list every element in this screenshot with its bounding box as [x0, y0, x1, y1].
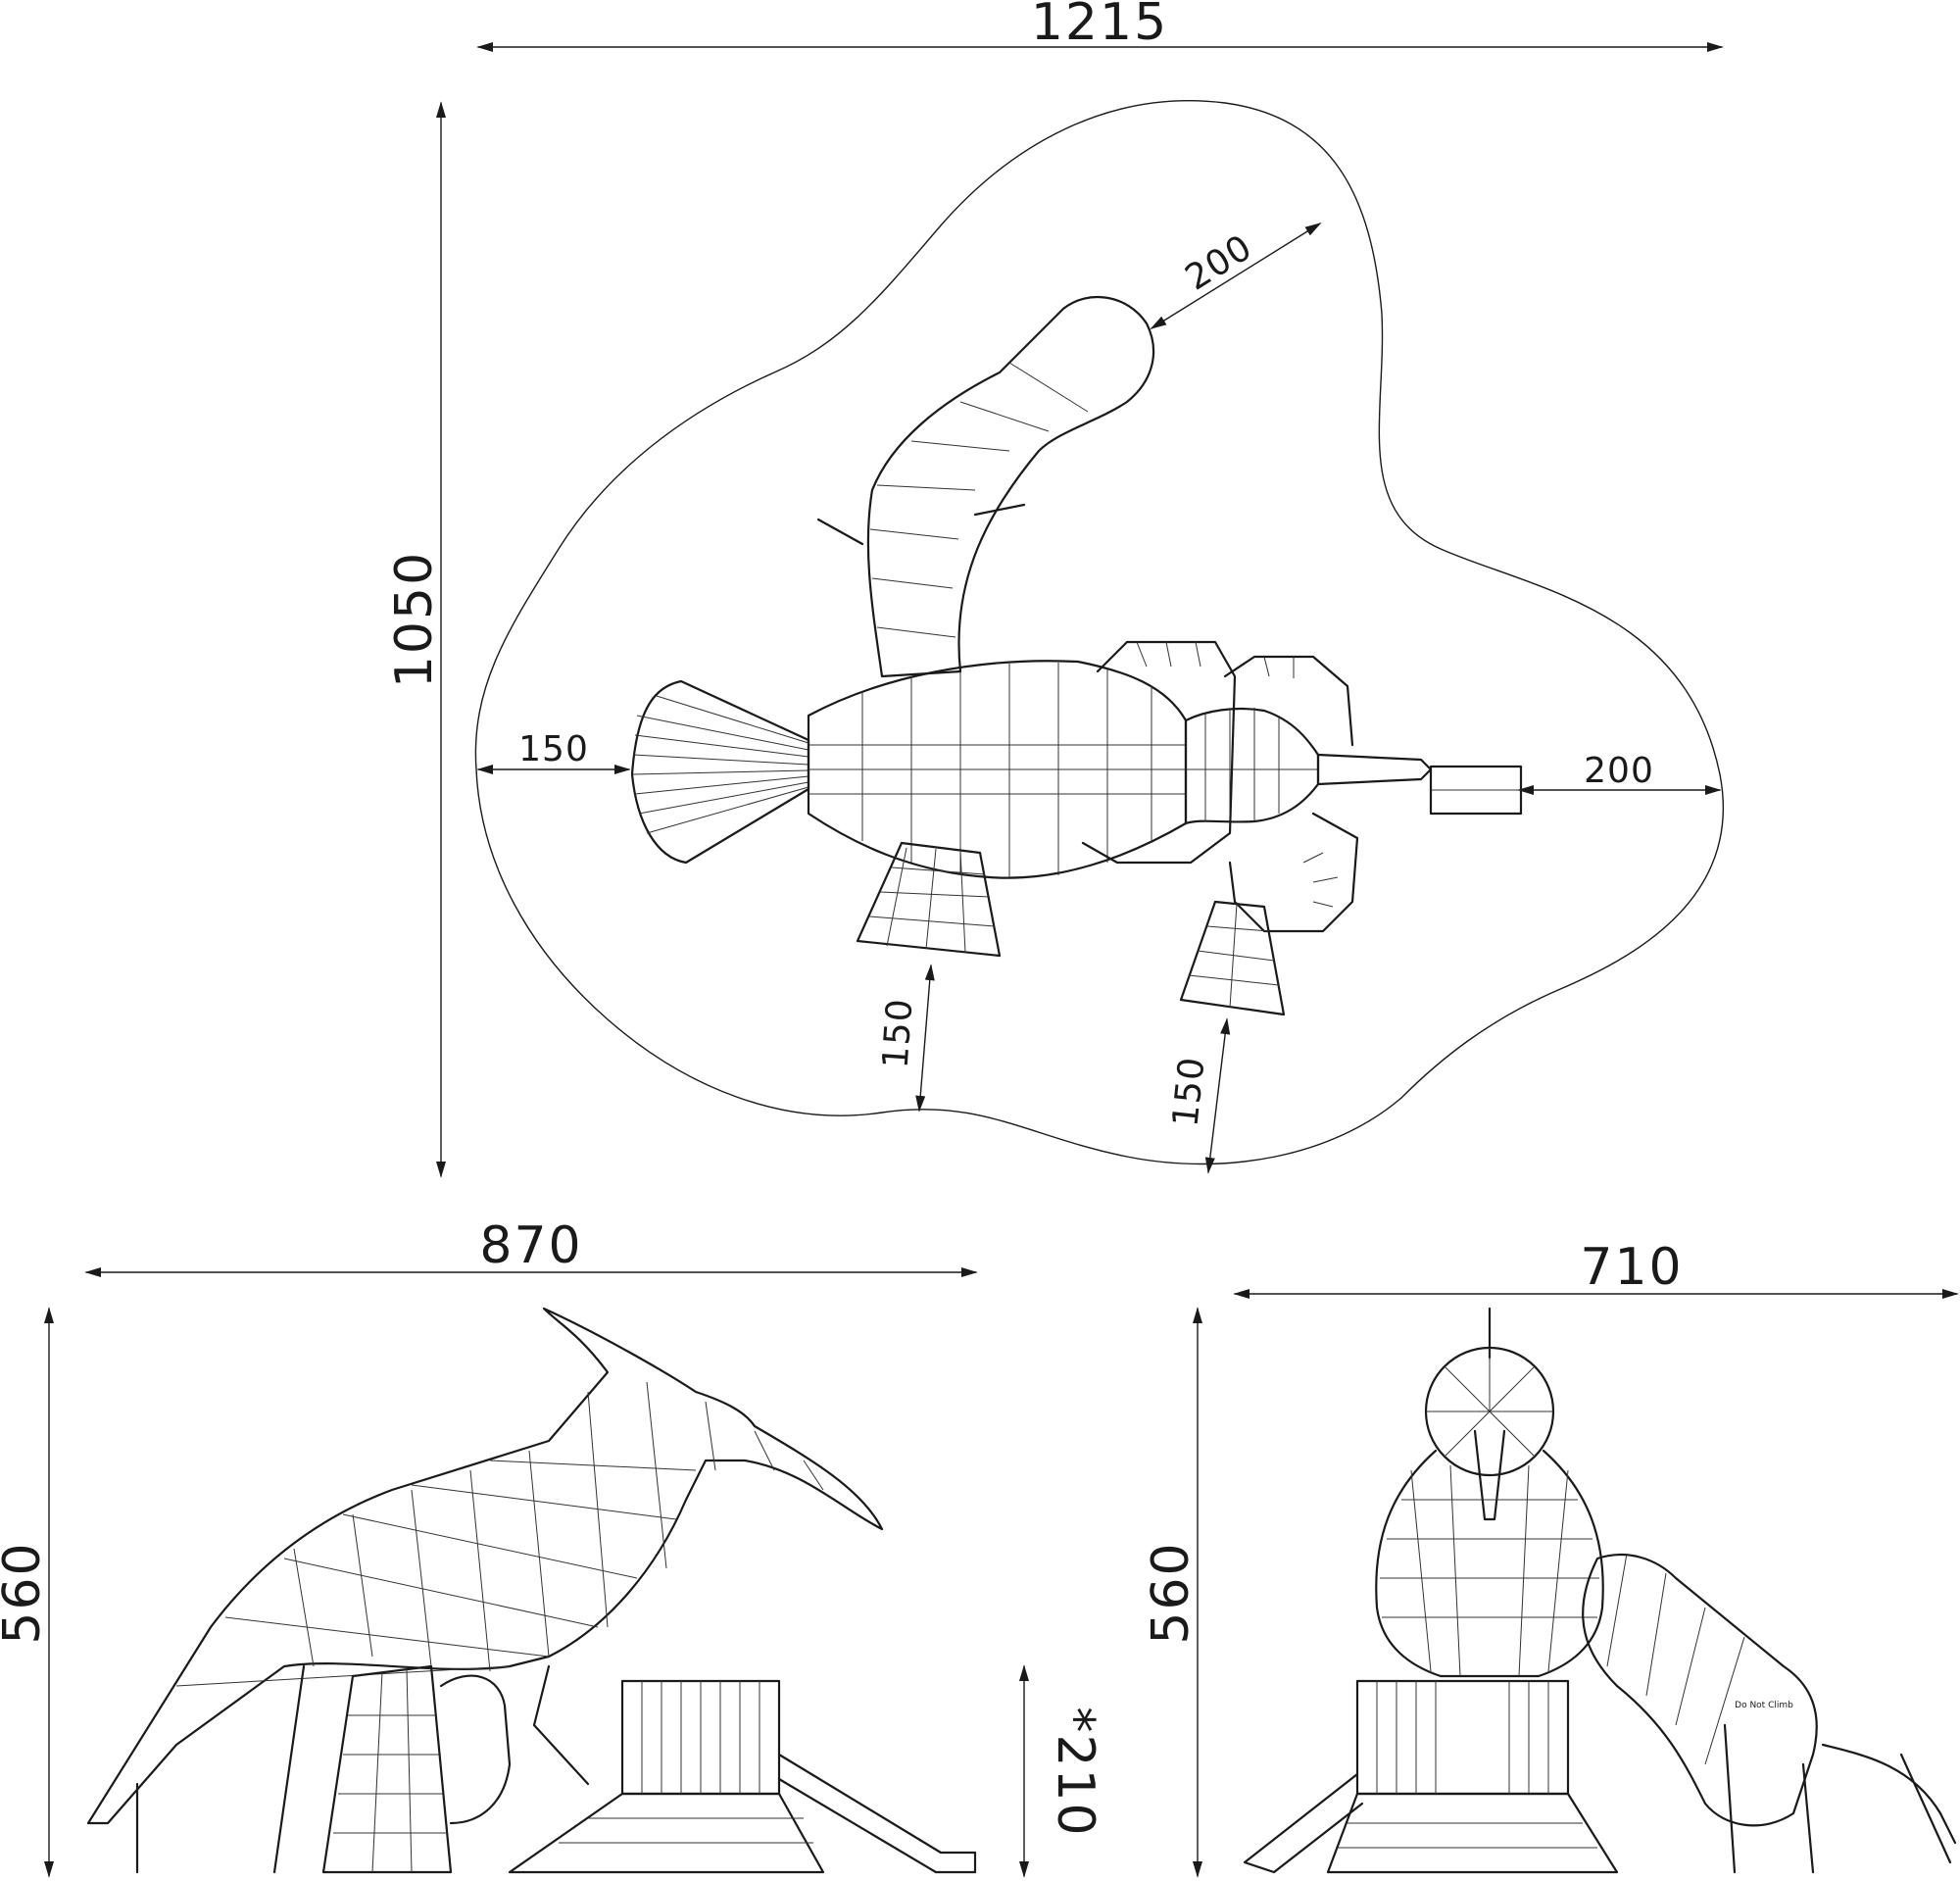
bird-side [86, 1307, 884, 1874]
overall-depth-label: 1050 [385, 551, 444, 688]
side-view: 870 560 *210 [0, 1216, 1104, 1878]
bird-front [1375, 1307, 1604, 1678]
free-fall-label: *210 [1046, 1707, 1104, 1837]
side-tower [508, 1679, 977, 1874]
rear-net-clearance-dim-line [1204, 1017, 1231, 1174]
front-height-label: 560 [1142, 1541, 1200, 1644]
beak-clearance-label: 200 [1584, 751, 1654, 791]
side-net [321, 1664, 453, 1874]
side-height-label: 560 [0, 1541, 52, 1644]
towers-top [1081, 640, 1359, 933]
overall-width-label: 1215 [1031, 0, 1168, 52]
rear-net-clearance-label: 150 [1165, 1055, 1212, 1129]
slide-warning-sign: Do Not Climb [1735, 1701, 1793, 1710]
front-width-label: 710 [1580, 1238, 1683, 1297]
slide-exit-clearance-dim-line [1150, 223, 1322, 329]
front-net-clearance-label: 150 [876, 997, 921, 1069]
front-net-clearance-dim-line [915, 964, 935, 1113]
tower-front [1243, 1679, 1619, 1874]
side-tube-slide [439, 1674, 512, 1825]
climbing-nets-top [856, 841, 1286, 1016]
bird-body-top [630, 660, 1523, 879]
top-view: 1215 1050 150 200 200 150 150 [385, 0, 1725, 1178]
tail-clearance-label: 150 [518, 729, 589, 769]
side-length-label: 870 [479, 1216, 582, 1275]
tube-slide-front: Do Not Climb [1582, 1553, 1957, 1874]
front-view: 710 560 [1142, 1238, 1959, 1878]
safety-zone-outline [474, 99, 1725, 1165]
tube-slide-top [816, 295, 1155, 678]
slide-exit-clearance-label: 200 [1179, 227, 1260, 299]
